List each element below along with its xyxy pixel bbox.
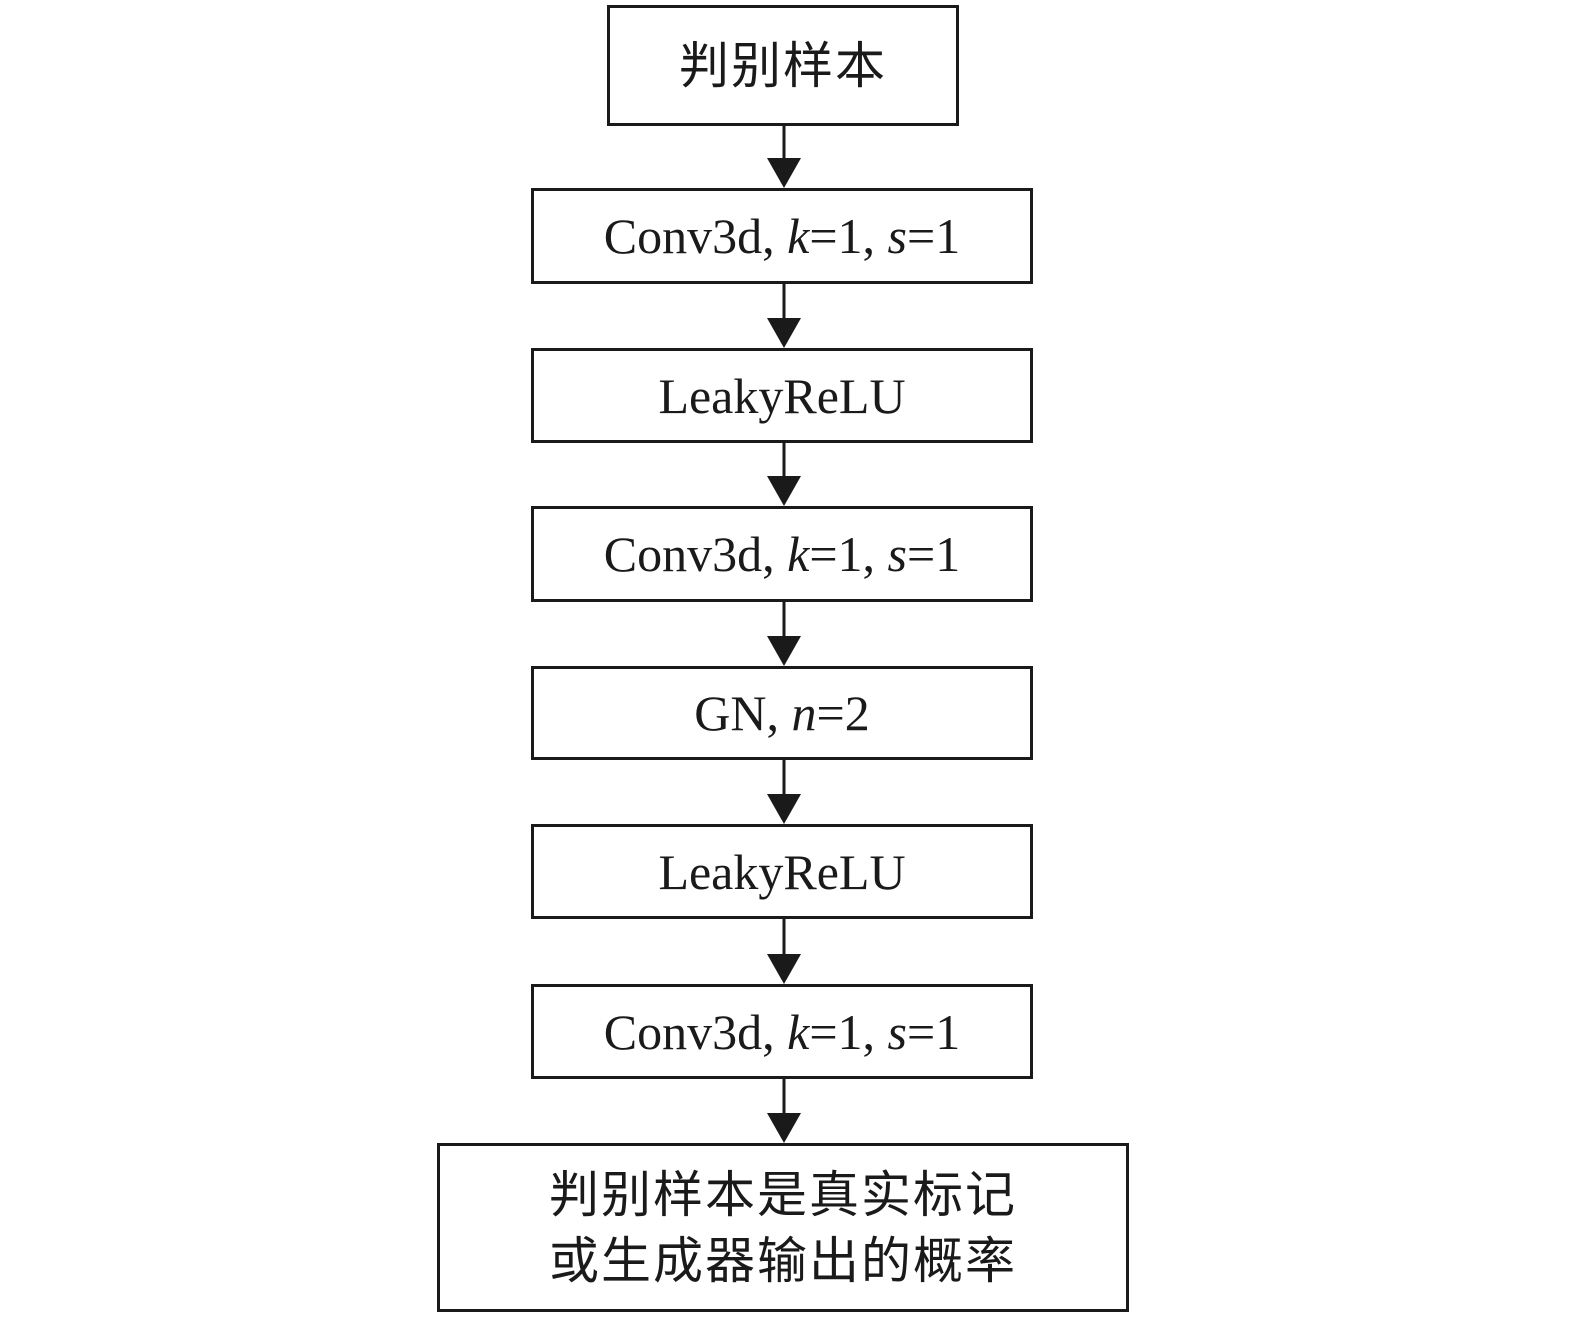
conv3d-box-1: Conv3d, k=1, s=1 bbox=[531, 188, 1033, 284]
arrow-head-2 bbox=[767, 318, 801, 348]
label-part: =1, bbox=[809, 526, 888, 582]
label-part: =1, bbox=[809, 208, 888, 264]
label-part: s bbox=[887, 526, 908, 582]
output-line-1: 判别样本是真实标记 bbox=[549, 1165, 1017, 1224]
label-part: =1 bbox=[907, 526, 961, 582]
label-part: Conv3d, bbox=[603, 1003, 788, 1060]
label-part: k bbox=[787, 1003, 810, 1060]
label-part: Conv3d, bbox=[603, 526, 788, 582]
leakyrelu-label-1: LeakyReLU bbox=[658, 366, 905, 426]
arrow-head-4 bbox=[767, 636, 801, 666]
label-part: n bbox=[791, 685, 817, 741]
label-part: LeakyReLU bbox=[658, 843, 906, 900]
label-part: Conv3d, bbox=[603, 208, 788, 264]
arrow-head-1 bbox=[767, 158, 801, 188]
label-part: k bbox=[787, 208, 810, 264]
group-norm-label: GN, n=2 bbox=[694, 683, 869, 743]
label-part: LeakyReLU bbox=[658, 367, 906, 424]
leakyrelu-box-2: LeakyReLU bbox=[531, 824, 1033, 919]
arrow-head-7 bbox=[767, 1113, 801, 1143]
output-line-2: 或生成器输出的概率 bbox=[549, 1231, 1017, 1290]
conv3d-box-2: Conv3d, k=1, s=1 bbox=[531, 506, 1033, 602]
output-probability-box: 判别样本是真实标记 或生成器输出的概率 bbox=[437, 1143, 1129, 1312]
input-samples-box: 判别样本 bbox=[607, 5, 959, 126]
arrow-head-5 bbox=[767, 794, 801, 824]
arrow-head-6 bbox=[767, 954, 801, 984]
label-part: s bbox=[887, 208, 908, 264]
leakyrelu-label-2: LeakyReLU bbox=[658, 842, 905, 902]
label-part: GN, bbox=[694, 685, 792, 741]
output-probability-label: 判别样本是真实标记 或生成器输出的概率 bbox=[549, 1162, 1017, 1294]
label-part: s bbox=[887, 1003, 908, 1060]
label-part: =1 bbox=[907, 1003, 961, 1060]
label-part: =1 bbox=[907, 208, 961, 264]
leakyrelu-box-1: LeakyReLU bbox=[531, 348, 1033, 443]
conv3d-label-2: Conv3d, k=1, s=1 bbox=[604, 524, 960, 584]
label-part: k bbox=[787, 526, 810, 582]
conv3d-label-1: Conv3d, k=1, s=1 bbox=[604, 206, 960, 266]
conv3d-label-3: Conv3d, k=1, s=1 bbox=[604, 1002, 960, 1062]
arrow-head-3 bbox=[767, 476, 801, 506]
input-samples-label: 判别样本 bbox=[679, 36, 887, 95]
conv3d-box-3: Conv3d, k=1, s=1 bbox=[531, 984, 1033, 1079]
label-part: =1, bbox=[809, 1003, 888, 1060]
label-part: =2 bbox=[816, 685, 870, 741]
group-norm-box: GN, n=2 bbox=[531, 666, 1033, 760]
